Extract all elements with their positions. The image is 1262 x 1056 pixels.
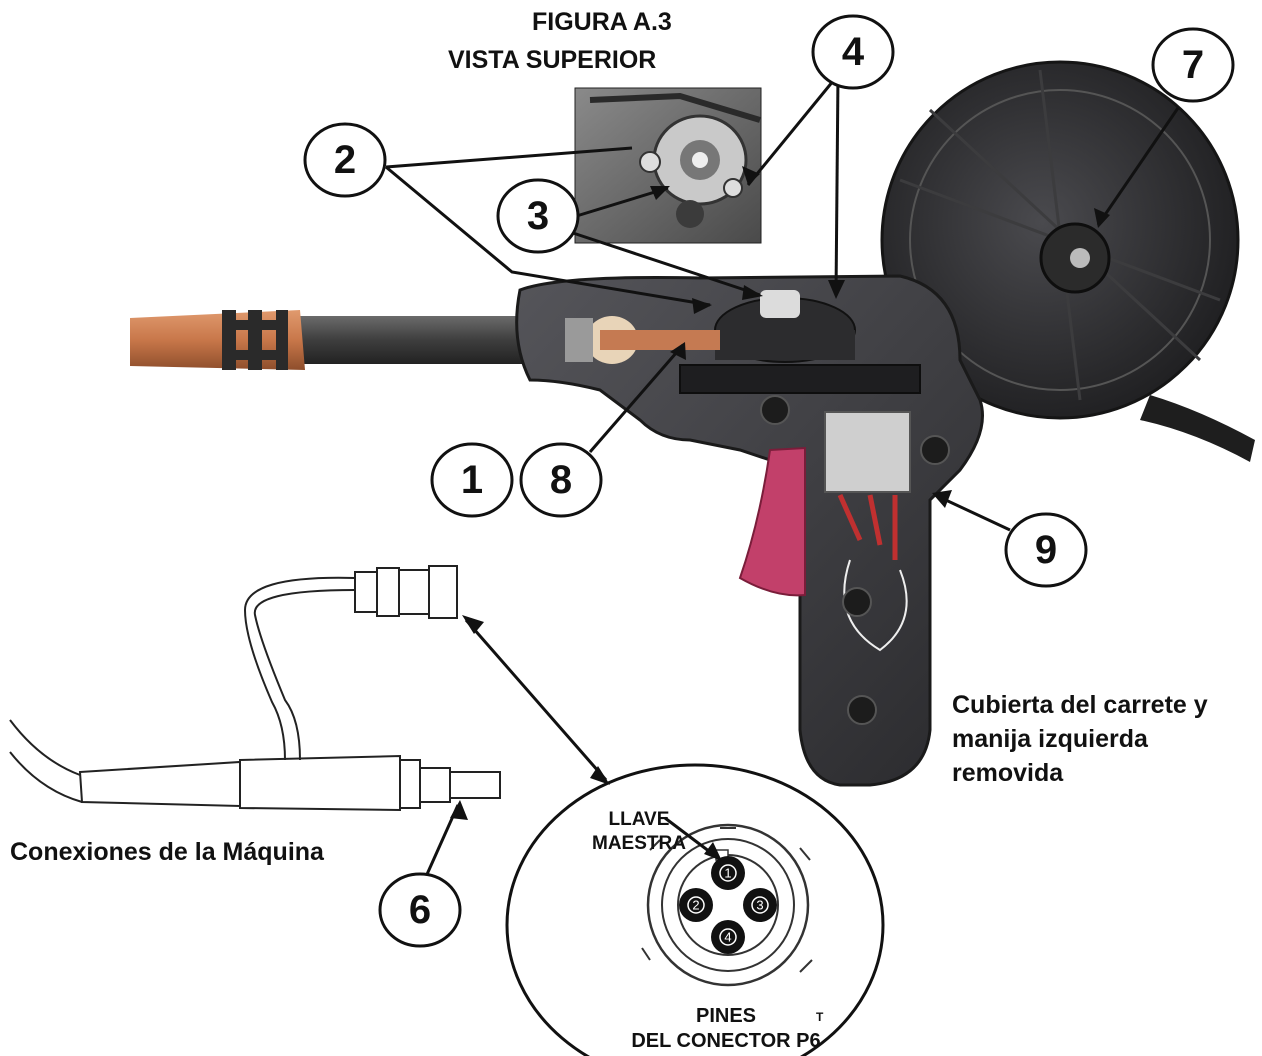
spool-cover-caption-line2: manija izquierda <box>952 725 1148 753</box>
callout-circle-6 <box>378 872 462 948</box>
top-view-inset <box>574 87 762 244</box>
callout-circle-1 <box>430 442 514 518</box>
callout-circle-2 <box>303 122 387 198</box>
spool-cover-caption: Cubierta del carrete y manija izquierda … <box>952 688 1208 790</box>
connector-pins-label-line2: DEL CONECTOR P6 <box>631 1030 821 1052</box>
callout-circles <box>303 14 1235 948</box>
connector-pin-dot <box>679 888 713 922</box>
master-key-label: LLAVE MAESTRA <box>592 808 686 856</box>
gun-nozzle <box>130 310 305 370</box>
callout-circle-8 <box>519 442 603 518</box>
master-key-label-line2: MAESTRA <box>592 833 686 854</box>
connector-pins: 1 2 3 4 <box>679 856 777 954</box>
corner-mark: T <box>816 1010 824 1024</box>
gun-trigger <box>738 446 806 597</box>
callout-circle-4 <box>811 14 895 90</box>
leader-lines <box>385 74 1180 891</box>
arrow-heads <box>450 166 1110 861</box>
callout-circle-3 <box>496 178 580 254</box>
connector-pin-dot <box>743 888 777 922</box>
connector-pins-label-line1: PINES <box>695 1005 757 1027</box>
callout-number-4: 4 <box>842 30 865 74</box>
machine-connection-drawing <box>9 565 501 812</box>
callout-number-1: 1 <box>461 458 483 502</box>
connector-pins-label: PINES DEL CONECTOR P6 <box>606 1004 846 1054</box>
callout-number-2: 2 <box>334 138 356 182</box>
connector-pin-ring <box>687 896 705 914</box>
connector-pin-dot <box>711 920 745 954</box>
connector-pin-number: 2 <box>692 898 699 913</box>
gun-motor <box>824 411 911 493</box>
connector-pin-ring <box>719 864 737 882</box>
master-key-label-line1: LLAVE <box>608 809 670 830</box>
callout-circle-9 <box>1004 512 1088 588</box>
callout-number-6: 6 <box>409 888 431 932</box>
gun-cable <box>1140 395 1255 462</box>
connector-pin-3: 3 <box>743 888 777 922</box>
spool-cover-caption-line3: removida <box>952 759 1064 787</box>
callout-circle-7 <box>1151 27 1235 103</box>
machine-connections-caption: Conexiones de la Máquina <box>10 838 324 866</box>
callout-number-7: 7 <box>1182 43 1204 87</box>
connector-pin-ring <box>751 896 769 914</box>
callout-number-8: 8 <box>550 458 572 502</box>
figure-title: FIGURA A.3 <box>532 8 672 36</box>
connector-pin-number: 4 <box>724 930 731 945</box>
callout-numbers: 1 2 3 4 6 7 8 9 <box>334 30 1204 932</box>
connector-pin-4: 4 <box>711 920 745 954</box>
connector-pin-number: 3 <box>756 898 763 913</box>
spool-cover-caption-line1: Cubierta del carrete y <box>952 691 1208 719</box>
connector-pin-2: 2 <box>679 888 713 922</box>
figure-subtitle: VISTA SUPERIOR <box>448 46 657 74</box>
connector-pin-ring <box>719 928 737 946</box>
callout-number-9: 9 <box>1035 528 1057 572</box>
connector-pin-1: 1 <box>711 856 745 890</box>
connector-pin-dot <box>711 856 745 890</box>
callout-number-3: 3 <box>527 194 549 238</box>
drive-roll <box>760 290 800 318</box>
connector-pin-number: 1 <box>724 866 731 881</box>
